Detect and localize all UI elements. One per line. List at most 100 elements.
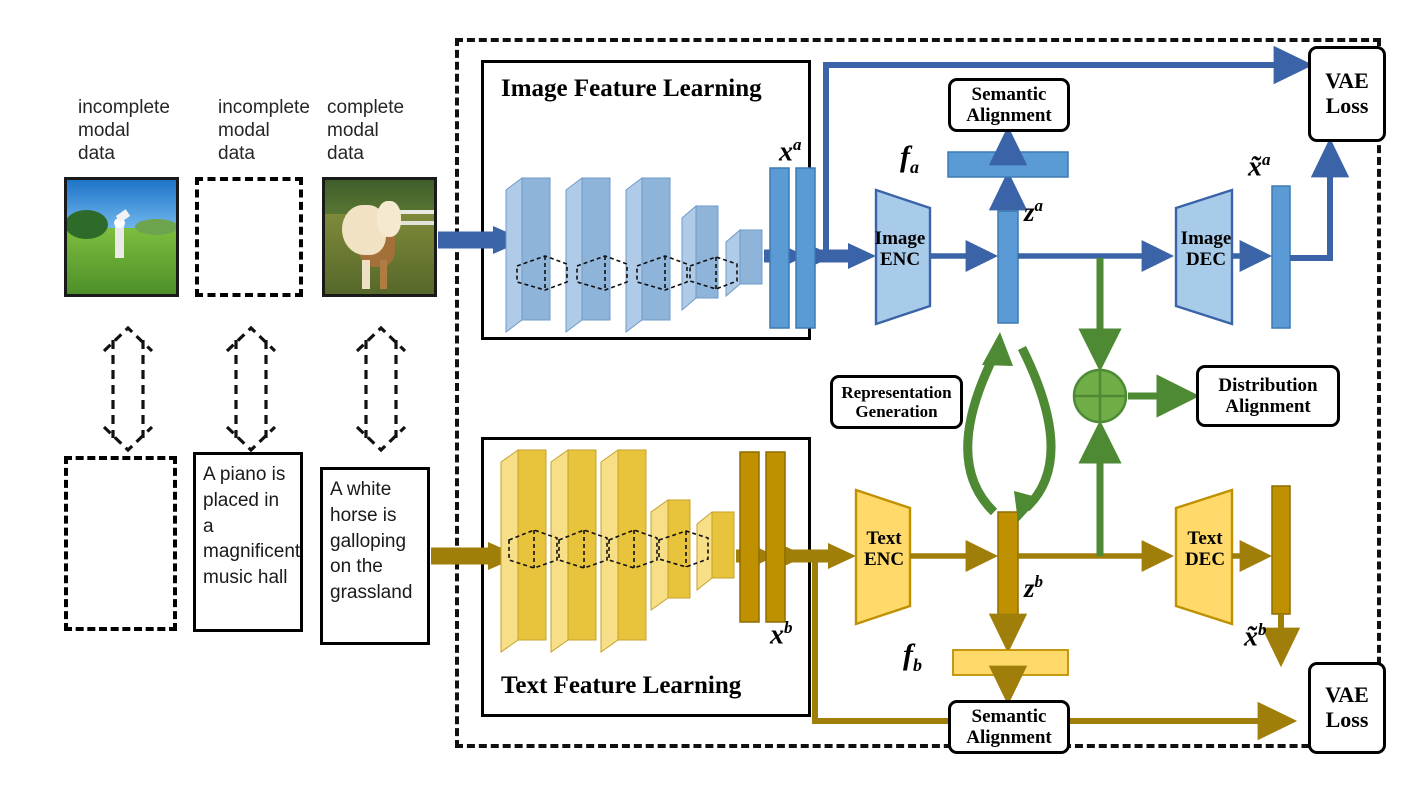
conv-slab [565, 177, 611, 333]
xb-to-text-enc-arrow [790, 543, 856, 569]
semantic-alignment-top-label: Semantic Alignment [966, 84, 1052, 127]
variable-superscript: b [784, 618, 793, 637]
caption-incomplete-modal-data-2: incomplete modal data [218, 96, 338, 166]
label-line-2: Alignment [966, 105, 1052, 126]
caption-line-3: data [218, 143, 255, 165]
za-bar [997, 210, 1019, 324]
label-line-1: Text [1187, 528, 1223, 549]
representation-generation-label: Representation Generation [841, 383, 951, 421]
variable-f-a: fa [900, 140, 919, 178]
xtb-bar [1271, 485, 1291, 615]
variable-superscript: b [1034, 572, 1044, 591]
image-enc-trapezoid [874, 188, 932, 326]
image-dec-label: Image DEC [1176, 228, 1236, 271]
label-line-1: Representation [841, 382, 952, 402]
conv-slab [550, 449, 597, 653]
text-enc-label: Text ENC [855, 528, 913, 571]
horse-caption-box: A white horse is galloping on the grassl… [320, 467, 430, 645]
text-enc-trapezoid [854, 488, 912, 626]
caption-line-1: complete [327, 97, 405, 118]
variable-base: f [903, 638, 913, 671]
label-line-2: DEC [1184, 549, 1226, 571]
text-conv-stack [500, 449, 735, 653]
caption-line-2: modal [78, 120, 130, 142]
variable-superscript: a [1262, 150, 1271, 169]
label-line-2: DEC [1185, 249, 1227, 271]
label-line-1: Text [866, 528, 902, 549]
label-line-2: Alignment [966, 727, 1052, 748]
label-line-1: VAE [1325, 68, 1369, 94]
image-feature-learning-title: Image Feature Learning [501, 75, 762, 102]
vae-loss-bottom-label: VAE Loss [1325, 683, 1369, 732]
variable-base: z [1024, 197, 1035, 227]
variable-x-b: xb [770, 618, 793, 651]
conv-slab [505, 177, 551, 333]
label-line-1: VAE [1325, 682, 1369, 708]
image-fc-bar-2-xa [795, 167, 816, 329]
image-conv-stack [505, 177, 763, 333]
variable-subscript: a [910, 157, 919, 177]
conv-slab [600, 449, 647, 653]
caption-incomplete-modal-data-1: incomplete modal data [78, 96, 198, 166]
double-headed-dashed-arrow-icon [102, 325, 154, 453]
caption-line-1: incomplete [218, 97, 310, 118]
vae-loss-bottom-box: VAE Loss [1308, 662, 1386, 754]
fb-bar [952, 649, 1069, 676]
label-line-1: Semantic [971, 705, 1047, 727]
label-line-2: ENC [863, 549, 905, 571]
text-dec-trapezoid [1174, 488, 1234, 626]
piano-caption-text: A piano is placed in a magnificent music… [203, 464, 301, 589]
image-fc-bar-1 [769, 167, 790, 329]
double-headed-dashed-arrow-icon [355, 325, 407, 453]
variable-xtilde-b: x̃b [1244, 620, 1267, 653]
variable-base: x [770, 619, 784, 651]
label-line-2: Loss [1325, 93, 1369, 118]
golfer-photo [64, 177, 179, 297]
image-dec-trapezoid [1174, 188, 1234, 326]
text-feature-learning-box [481, 437, 811, 717]
variable-superscript: a [793, 135, 802, 154]
text-dec-label: Text DEC [1176, 528, 1234, 571]
semantic-alignment-top-box: Semantic Alignment [948, 78, 1070, 132]
distribution-alignment-label: Distribution Alignment [1218, 375, 1317, 418]
label-line-2: Generation [855, 402, 938, 421]
vae-loss-top-box: VAE Loss [1308, 46, 1386, 142]
horse-photo [322, 177, 437, 297]
text-fc-bar-1 [739, 451, 760, 623]
caption-line-3: data [78, 143, 115, 165]
label-line-2: Loss [1325, 707, 1369, 732]
caption-line-2: modal [218, 120, 270, 142]
caption-line-2: modal [327, 120, 379, 142]
label-line-2: Alignment [1225, 396, 1311, 417]
caption-line-3: data [327, 143, 364, 165]
xta-bar [1271, 185, 1291, 329]
text-fc-bar-2-xb [765, 451, 786, 623]
missing-image-placeholder [195, 177, 303, 297]
xa-skip-to-vae-loss [823, 45, 1314, 256]
variable-z-b: zb [1024, 572, 1043, 604]
label-line-1: Image [1180, 228, 1232, 249]
label-line-1: Semantic [971, 83, 1047, 105]
label-line-1: Distribution [1218, 374, 1318, 396]
variable-base: x [779, 136, 793, 168]
plus-circle-icon [1072, 368, 1128, 424]
xb-skip-to-vae-loss [812, 556, 1298, 741]
missing-text-placeholder [64, 456, 177, 631]
xta-to-vae-loss-arrow [1290, 137, 1350, 261]
zb-bar [997, 511, 1019, 625]
variable-xtilde-a: x̃a [1248, 150, 1271, 183]
variable-superscript: a [1034, 196, 1044, 215]
variable-base: x̃ [1248, 151, 1262, 183]
vae-loss-top-label: VAE Loss [1325, 69, 1369, 118]
distribution-alignment-box: Distribution Alignment [1196, 365, 1340, 427]
model-boundary-frame [455, 38, 1381, 748]
image-enc-label: Image ENC [869, 228, 931, 271]
variable-base: z [1024, 573, 1035, 603]
variable-superscript: b [1258, 620, 1267, 639]
fa-bar [947, 151, 1069, 178]
conv-slab [625, 177, 671, 333]
double-headed-dashed-arrow-icon [225, 325, 277, 453]
